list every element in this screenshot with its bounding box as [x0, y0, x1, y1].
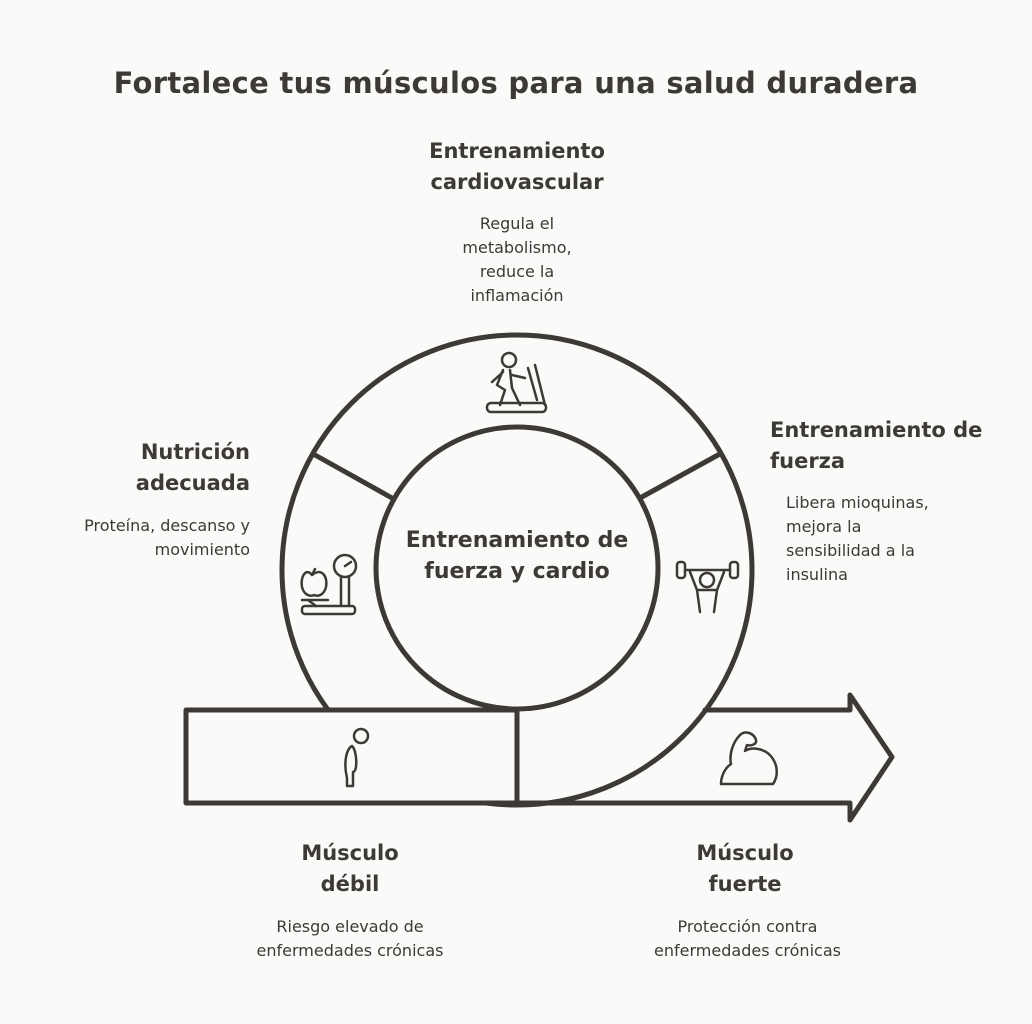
strong-heading: Músculo fuerte	[696, 841, 794, 896]
strength-description: Libera mioquinas, mejora la sensibilidad…	[786, 493, 929, 584]
ring-divider-right	[637, 452, 721, 501]
weak-heading: Músculo débil	[301, 841, 399, 896]
weightlifter-icon	[675, 560, 740, 614]
ring-divider-left	[312, 452, 395, 501]
page-title: Fortalece tus músculos para una salud du…	[113, 66, 919, 100]
slouched-person-icon	[344, 727, 370, 788]
cardio-description: Regula el metabolismo, reduce la inflama…	[462, 214, 572, 305]
nutrition-heading: Nutrición adecuada	[135, 440, 250, 495]
treadmill-icon	[485, 351, 548, 414]
apple-scale-icon	[300, 553, 358, 616]
arrow-right-part	[514, 692, 895, 823]
strength-heading: Entrenamiento de fuerza	[770, 418, 983, 473]
cardio-heading: Entrenamiento cardiovascular	[429, 139, 605, 194]
weak-muscle-box	[183, 707, 520, 806]
flexed-bicep-icon	[719, 731, 778, 786]
nutrition-description: Proteína, descanso y movimiento	[84, 516, 250, 559]
strong-description: Protección contra enfermedades crónicas	[654, 917, 841, 960]
weak-description: Riesgo elevado de enfermedades crónicas	[256, 917, 444, 960]
center-label: Entrenamiento de fuerza y cardio	[405, 528, 629, 584]
